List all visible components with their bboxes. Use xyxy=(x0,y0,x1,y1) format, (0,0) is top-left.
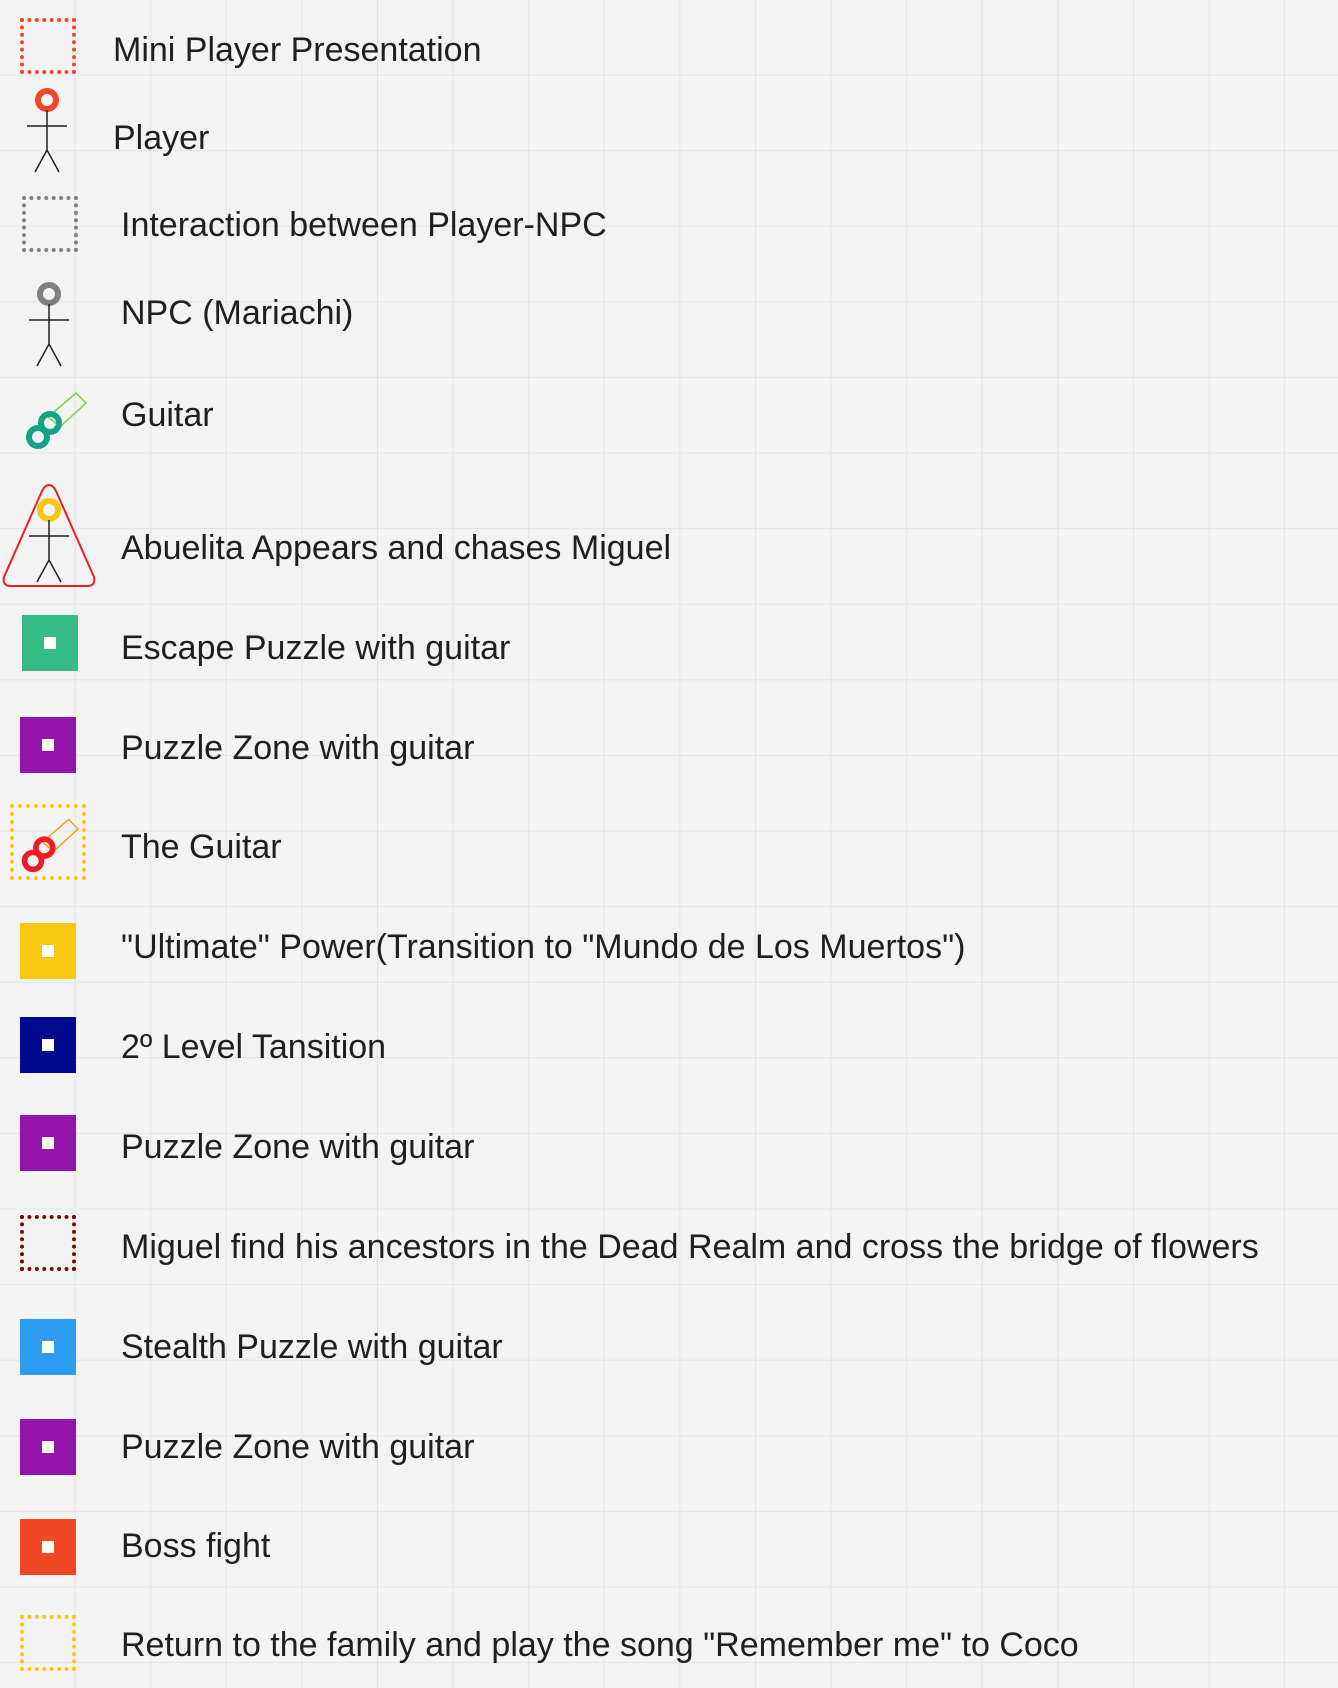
legend-item: Interaction between Player-NPC xyxy=(0,196,1338,252)
legend-label: Player xyxy=(113,119,210,157)
legend-label: Puzzle Zone with guitar xyxy=(121,1428,475,1466)
framed-guitar-icon xyxy=(10,804,86,880)
legend-item: NPC (Mariachi) xyxy=(0,282,1338,367)
square-icon xyxy=(22,615,78,671)
stick-figure-icon xyxy=(27,88,67,173)
stick-figure-icon xyxy=(29,282,69,367)
square-icon xyxy=(20,1319,76,1375)
legend-label: Interaction between Player-NPC xyxy=(121,206,607,244)
guitar-icon xyxy=(26,391,88,449)
legend-label: The Guitar xyxy=(121,828,282,866)
square-icon xyxy=(20,923,76,979)
legend-label: Mini Player Presentation xyxy=(113,31,482,69)
legend-item: Miguel find his ancestors in the Dead Re… xyxy=(0,1215,1338,1271)
legend-label: Return to the family and play the song "… xyxy=(121,1626,1079,1664)
dotted-frame-icon xyxy=(20,18,76,74)
legend-label: Boss fight xyxy=(121,1527,271,1565)
legend-item: The Guitar xyxy=(0,804,1338,880)
legend-item: "Ultimate" Power(Transition to "Mundo de… xyxy=(0,923,1338,979)
legend-item: Puzzle Zone with guitar xyxy=(0,717,1338,773)
legend-item: 2º Level Tansition xyxy=(0,1017,1338,1073)
square-icon xyxy=(20,1017,76,1073)
legend-label: Puzzle Zone with guitar xyxy=(121,1128,475,1166)
legend-label: Guitar xyxy=(121,396,214,434)
legend-label: Stealth Puzzle with guitar xyxy=(121,1328,503,1366)
square-icon xyxy=(20,1519,76,1575)
legend-item: Escape Puzzle with guitar xyxy=(0,615,1338,671)
legend-label: Abuelita Appears and chases Miguel xyxy=(121,529,672,567)
warning-triangle-figure-icon xyxy=(2,483,96,587)
legend-item: Guitar xyxy=(0,391,1338,449)
square-icon xyxy=(20,1419,76,1475)
legend-item: Return to the family and play the song "… xyxy=(0,1615,1338,1671)
legend-label: Miguel find his ancestors in the Dead Re… xyxy=(121,1228,1259,1266)
legend-label: "Ultimate" Power(Transition to "Mundo de… xyxy=(121,928,966,966)
legend-item: Boss fight xyxy=(0,1519,1338,1575)
legend-item: Puzzle Zone with guitar xyxy=(0,1419,1338,1475)
legend-label: Puzzle Zone with guitar xyxy=(121,729,475,767)
legend-item: Puzzle Zone with guitar xyxy=(0,1115,1338,1171)
legend-item: Stealth Puzzle with guitar xyxy=(0,1319,1338,1375)
legend-label: 2º Level Tansition xyxy=(121,1028,387,1066)
legend-label: NPC (Mariachi) xyxy=(121,294,354,332)
legend-item: Abuelita Appears and chases Miguel xyxy=(0,483,1338,587)
dotted-frame-icon xyxy=(20,1615,76,1671)
square-icon xyxy=(20,717,76,773)
legend-item: Mini Player Presentation xyxy=(0,18,1338,74)
dotted-frame-icon xyxy=(20,1215,76,1271)
square-icon xyxy=(20,1115,76,1171)
dotted-frame-icon xyxy=(22,196,78,252)
legend-item: Player xyxy=(0,88,1338,173)
legend-label: Escape Puzzle with guitar xyxy=(121,629,511,667)
